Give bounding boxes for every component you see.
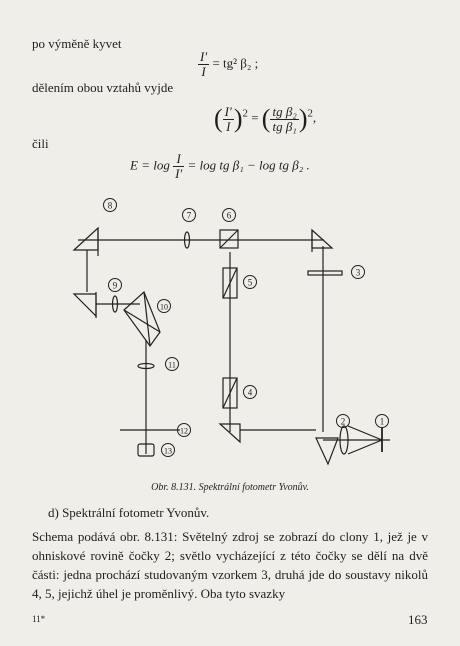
eq2-rhs-numerator: tg β₂ — [270, 103, 299, 120]
label-7: 7 — [187, 211, 192, 221]
beam-splitter-6-diag — [219, 229, 239, 249]
eq3-fraction: I I′ — [173, 152, 185, 181]
eq3-denominator: I′ — [175, 166, 183, 181]
prism-10-inner-2 — [123, 309, 161, 333]
text-line-2: dělením obou vztahů vyjde — [32, 80, 174, 95]
prism-top-right — [311, 228, 334, 249]
eq2-tail: , — [312, 109, 317, 125]
eq3-lead: E = log — [130, 157, 170, 173]
prism-10-inner-1 — [143, 291, 151, 347]
label-5: 5 — [248, 278, 253, 288]
label-1: 1 — [380, 417, 385, 427]
label-6: 6 — [227, 211, 232, 221]
detector-13 — [137, 443, 155, 457]
eq2-rhs-exponent: 2 — [307, 107, 313, 120]
eq1-rhs: = tg² β₂ ; — [212, 55, 259, 71]
prism-bottom-mid — [218, 423, 241, 444]
optical-schematic-figure: 8 7 6 3 5 9 10 11 4 2 1 12 13 — [72, 198, 390, 466]
eq2-lhs-fraction: I′ I — [222, 103, 234, 134]
equation-1: I′ I = tg² β₂ ; — [198, 50, 258, 79]
label-12: 12 — [180, 427, 188, 436]
label-10: 10 — [160, 303, 168, 312]
eq1-denominator: I — [201, 64, 206, 79]
prism-9 — [72, 293, 97, 318]
eq2-rhs-denominator: tg β₁ — [272, 118, 297, 134]
lens-2 — [339, 425, 349, 455]
cone-upper — [347, 425, 383, 441]
label-2: 2 — [341, 417, 346, 427]
text-line-3: čili — [32, 136, 49, 151]
prism-bottom-right — [315, 437, 339, 466]
nicol-4 — [222, 377, 238, 409]
label-11: 11 — [168, 361, 176, 370]
dispersing-prism-10 — [123, 290, 161, 348]
eq1-fraction: I′ I — [198, 49, 210, 79]
eq1-numerator: I′ — [198, 49, 210, 65]
label-3: 3 — [356, 268, 361, 278]
equation-3: E = log I I′ = log tg β₁ − log tg β₂ . — [130, 152, 310, 181]
sample-cell-3 — [307, 270, 343, 276]
section-heading: d) Spektrální fotometr Yvonův. — [48, 505, 210, 520]
eq3-tail: = log tg β₁ − log tg β₂ . — [187, 157, 310, 173]
label-9: 9 — [113, 281, 118, 291]
eq2-lhs-exponent: 2 — [242, 107, 248, 120]
prism-8 — [72, 226, 99, 251]
equation-2: ( I′ I )2 = ( tg β₂ tg β₁ )2, — [214, 103, 317, 134]
eq3-numerator: I — [173, 152, 185, 167]
nicol-5-diag — [222, 267, 238, 299]
eq2-rhs-fraction: tg β₂ tg β₁ — [270, 103, 299, 134]
body-paragraph: Schema podává obr. 8.131: Světelný zdroj… — [32, 529, 428, 601]
figure-caption: Obr. 8.131. Spektrální fotometr Yvonův. — [151, 482, 309, 493]
signature-mark: 11* — [32, 614, 46, 624]
label-4: 4 — [248, 388, 253, 398]
beam-splitter-6 — [219, 229, 239, 249]
lens-11 — [137, 362, 155, 370]
cone-lower — [347, 439, 383, 455]
nicol-4-diag — [222, 377, 238, 409]
lens-9 — [111, 295, 119, 313]
label-8: 8 — [108, 201, 113, 211]
lens-7 — [183, 231, 191, 249]
text-line-1: po výměně kyvet — [32, 36, 122, 51]
eq2-lhs-numerator: I′ — [222, 103, 234, 120]
eq2-lhs-denominator: I — [226, 118, 231, 134]
label-13: 13 — [164, 447, 172, 456]
nicol-5 — [222, 267, 238, 299]
page-number: 163 — [408, 612, 428, 627]
